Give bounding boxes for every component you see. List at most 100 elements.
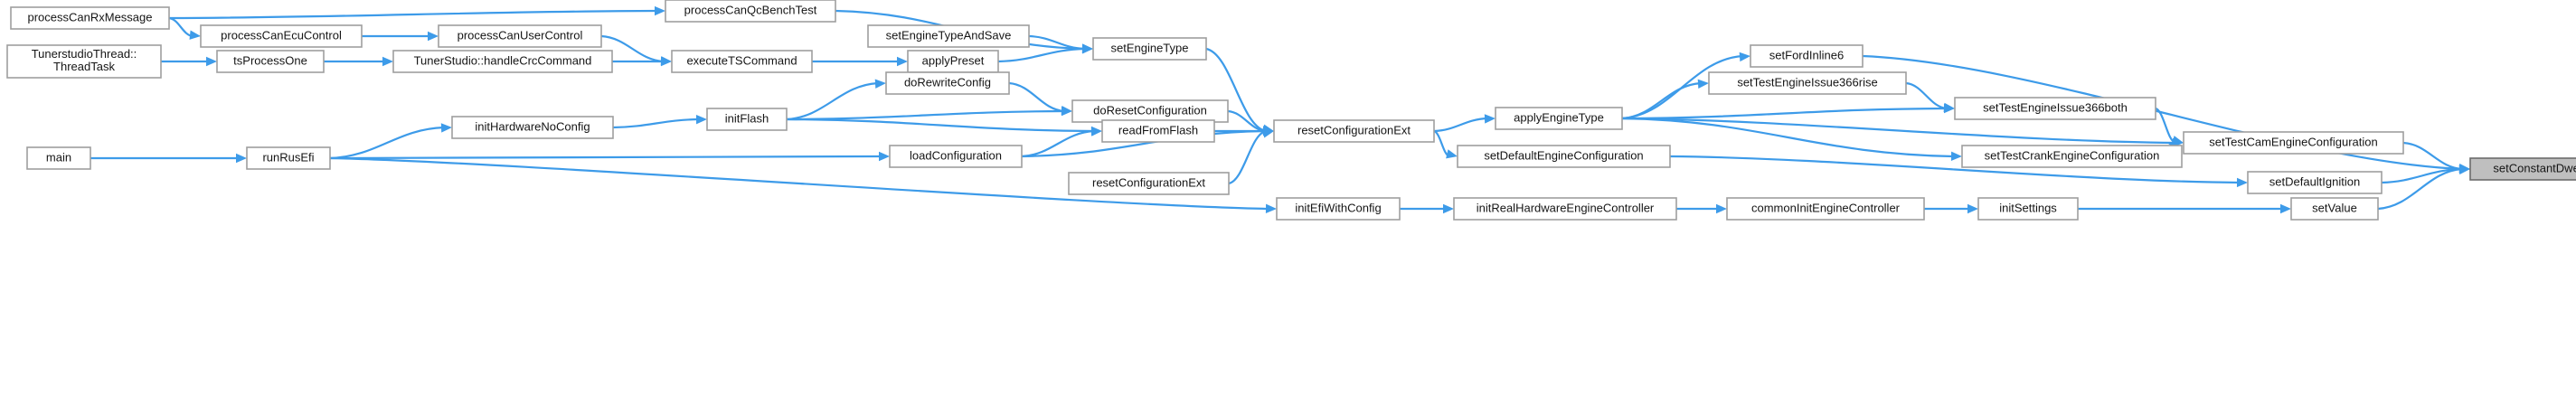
node-box-init-flash[interactable] xyxy=(706,108,788,131)
node-box-apply-engine-type[interactable] xyxy=(1495,107,1623,130)
node-box-set-default-ignition[interactable] xyxy=(2247,171,2383,194)
node-reset-configuration-ext-main[interactable]: resetConfigurationExt xyxy=(1273,119,1435,143)
edge-reset-configuration-ext-leaf-to-reset-configuration-ext-main xyxy=(1228,129,1267,185)
node-set-engine-type-and-save[interactable]: setEngineTypeAndSave xyxy=(867,24,1030,48)
edge-apply-engine-type-to-set-test-crank-engine-configuration xyxy=(1621,117,1955,158)
node-init-real-hardware-engine-controller[interactable]: initRealHardwareEngineController xyxy=(1453,197,1677,221)
node-box-process-can-ecu-control[interactable] xyxy=(200,24,363,48)
arrowhead-set-default-ignition xyxy=(2236,177,2248,188)
node-box-ts-process-one[interactable] xyxy=(216,50,325,73)
node-common-init-engine-controller[interactable]: commonInitEngineController xyxy=(1726,197,1925,221)
node-set-test-engine-issue366rise[interactable]: setTestEngineIssue366rise xyxy=(1708,71,1907,95)
node-init-efi-with-config[interactable]: initEfiWithConfig xyxy=(1276,197,1401,221)
node-apply-engine-type[interactable]: applyEngineType xyxy=(1495,107,1623,130)
arrowhead-init-settings xyxy=(1967,203,1978,214)
node-box-init-hardware-no-config[interactable] xyxy=(451,116,614,139)
node-do-reset-configuration[interactable]: doResetConfiguration xyxy=(1071,99,1229,123)
node-box-set-default-engine-configuration[interactable] xyxy=(1457,145,1671,168)
node-set-default-engine-configuration[interactable]: setDefaultEngineConfiguration xyxy=(1457,145,1671,168)
node-main[interactable]: main xyxy=(26,146,91,170)
node-execute-tscommand[interactable]: executeTSCommand xyxy=(671,50,813,73)
edge-set-value-to-set-constant-dwell xyxy=(2377,167,2463,211)
arrowhead-run-rus-efi xyxy=(236,153,247,164)
node-box-init-efi-with-config[interactable] xyxy=(1276,197,1401,221)
arrowhead-do-rewrite-config xyxy=(874,79,886,89)
edge-init-hardware-no-config-to-init-flash xyxy=(612,118,700,129)
node-box-tuner-studio-handle-crc-command[interactable] xyxy=(392,50,613,73)
arrowhead-ts-process-one xyxy=(206,56,217,67)
nodes-layer: processCanRxMessage processCanQcBenchTest… xyxy=(6,0,2576,221)
node-box-set-ford-inline6[interactable] xyxy=(1750,44,1864,68)
node-box-set-engine-type[interactable] xyxy=(1092,37,1207,61)
node-box-set-value[interactable] xyxy=(2290,197,2379,221)
node-reset-configuration-ext-leaf[interactable]: resetConfigurationExt xyxy=(1068,172,1230,195)
node-box-init-settings[interactable] xyxy=(1977,197,2079,221)
arrowhead-set-test-crank-engine-configuration xyxy=(1950,151,1962,162)
edge-init-flash-to-do-rewrite-config xyxy=(786,81,879,121)
arrowhead-execute-tscommand xyxy=(661,56,672,67)
node-tuner-studio-handle-crc-command[interactable]: TunerStudio::handleCrcCommand xyxy=(392,50,613,73)
node-process-can-rx-message[interactable]: processCanRxMessage xyxy=(10,6,170,30)
arrowhead-set-test-engine-issue366rise xyxy=(1697,79,1709,89)
node-box-main[interactable] xyxy=(26,146,91,170)
edge-set-engine-type-to-reset-configuration-ext-main xyxy=(1205,47,1267,133)
arrowhead-init-efi-with-config xyxy=(1265,203,1277,213)
node-box-set-test-engine-issue366rise[interactable] xyxy=(1708,71,1907,95)
node-set-test-cam-engine-configuration[interactable]: setTestCamEngineConfiguration xyxy=(2183,131,2404,155)
node-tunerstudio-thread-thread-task[interactable]: TunerstudioThread::ThreadTask xyxy=(6,44,162,79)
arrowhead-set-default-engine-configuration xyxy=(1446,149,1458,159)
edge-run-rus-efi-to-init-efi-with-config xyxy=(329,156,1269,211)
node-box-set-test-engine-issue366both[interactable] xyxy=(1954,97,2156,120)
node-box-do-rewrite-config[interactable] xyxy=(885,71,1010,95)
node-set-test-crank-engine-configuration[interactable]: setTestCrankEngineConfiguration xyxy=(1961,145,2183,168)
node-box-load-configuration[interactable] xyxy=(889,145,1023,168)
edge-reset-configuration-ext-main-to-apply-engine-type xyxy=(1433,117,1488,133)
node-read-from-flash[interactable]: readFromFlash xyxy=(1101,119,1215,143)
node-process-can-user-control[interactable]: processCanUserControl xyxy=(438,24,602,48)
node-box-set-constant-dwell[interactable] xyxy=(2469,157,2576,181)
node-set-constant-dwell[interactable]: setConstantDwell xyxy=(2469,157,2576,181)
node-set-default-ignition[interactable]: setDefaultIgnition xyxy=(2247,171,2383,194)
node-run-rus-efi[interactable]: runRusEfi xyxy=(246,146,331,170)
node-do-rewrite-config[interactable]: doRewriteConfig xyxy=(885,71,1010,95)
node-box-set-test-cam-engine-configuration[interactable] xyxy=(2183,131,2404,155)
arrowhead-set-ford-inline6 xyxy=(1739,52,1750,62)
node-set-ford-inline6[interactable]: setFordInline6 xyxy=(1750,44,1864,68)
node-set-value[interactable]: setValue xyxy=(2290,197,2379,221)
node-set-test-engine-issue366both[interactable]: setTestEngineIssue366both xyxy=(1954,97,2156,120)
node-box-process-can-rx-message[interactable] xyxy=(10,6,170,30)
node-init-hardware-no-config[interactable]: initHardwareNoConfig xyxy=(451,116,614,139)
node-box-reset-configuration-ext-leaf[interactable] xyxy=(1068,172,1230,195)
node-box-apply-preset[interactable] xyxy=(907,50,999,73)
arrowhead-do-reset-configuration xyxy=(1061,106,1072,117)
node-box-common-init-engine-controller[interactable] xyxy=(1726,197,1925,221)
arrowhead-init-hardware-no-config xyxy=(440,123,452,133)
arrowhead-apply-preset xyxy=(897,56,908,67)
edge-process-can-user-control-to-execute-tscommand xyxy=(600,34,665,63)
node-box-execute-tscommand[interactable] xyxy=(671,50,813,73)
node-apply-preset[interactable]: applyPreset xyxy=(907,50,999,73)
edge-init-flash-to-read-from-flash xyxy=(786,118,1095,133)
node-set-engine-type[interactable]: setEngineType xyxy=(1092,37,1207,61)
node-process-can-qc-bench-test[interactable]: processCanQcBenchTest xyxy=(665,0,836,23)
node-box-process-can-qc-bench-test[interactable] xyxy=(665,0,836,23)
node-init-settings[interactable]: initSettings xyxy=(1977,197,2079,221)
node-box-tunerstudio-thread-thread-task[interactable] xyxy=(6,44,162,79)
node-box-init-real-hardware-engine-controller[interactable] xyxy=(1453,197,1677,221)
node-box-run-rus-efi[interactable] xyxy=(246,146,331,170)
node-box-process-can-user-control[interactable] xyxy=(438,24,602,48)
node-ts-process-one[interactable]: tsProcessOne xyxy=(216,50,325,73)
node-box-set-test-crank-engine-configuration[interactable] xyxy=(1961,145,2183,168)
edge-set-default-engine-configuration-to-set-default-ignition xyxy=(1669,155,2241,184)
arrowhead-process-can-qc-bench-test xyxy=(654,5,665,16)
node-box-read-from-flash[interactable] xyxy=(1101,119,1215,143)
edge-apply-engine-type-to-set-test-cam-engine-configuration xyxy=(1621,117,2176,145)
node-box-set-engine-type-and-save[interactable] xyxy=(867,24,1030,48)
node-box-do-reset-configuration[interactable] xyxy=(1071,99,1229,123)
node-box-reset-configuration-ext-main[interactable] xyxy=(1273,119,1435,143)
node-init-flash[interactable]: initFlash xyxy=(706,108,788,131)
edge-load-configuration-to-reset-configuration-ext-main xyxy=(1021,129,1267,158)
node-load-configuration[interactable]: loadConfiguration xyxy=(889,145,1023,168)
node-process-can-ecu-control[interactable]: processCanEcuControl xyxy=(200,24,363,48)
